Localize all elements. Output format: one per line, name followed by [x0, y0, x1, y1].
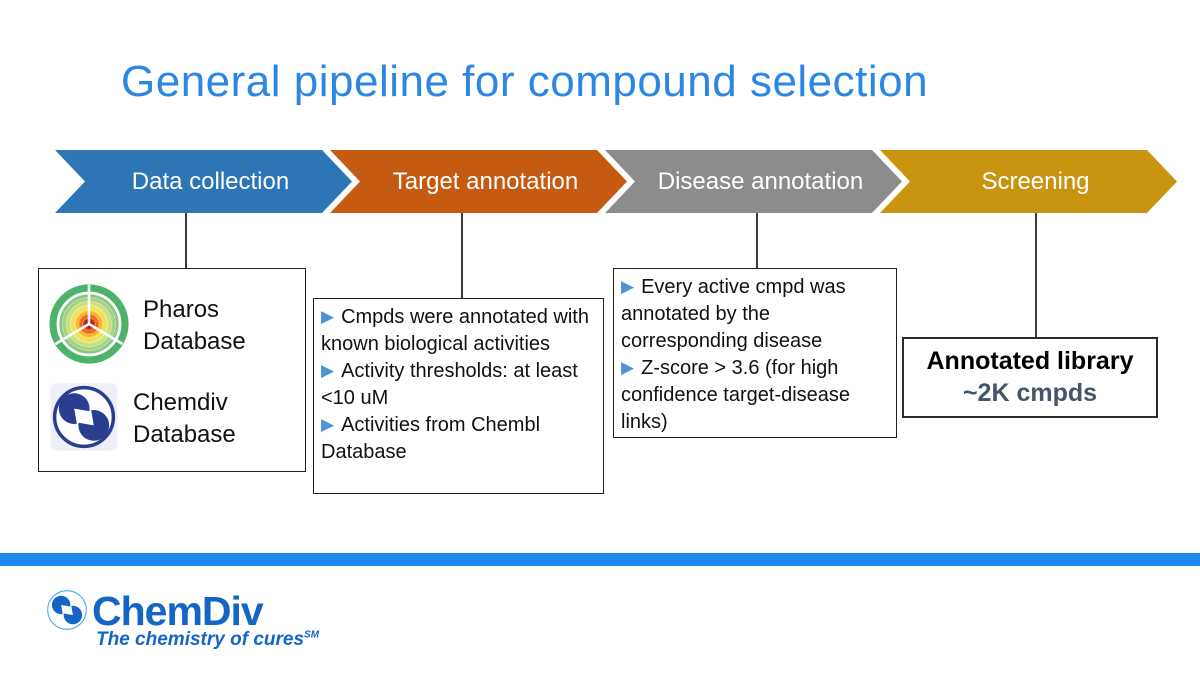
triangle-bullet-icon: ▶: [321, 415, 335, 434]
bullet-item: ▶Z-score > 3.6 (for high confidence targ…: [621, 355, 889, 436]
pipeline-step-target-annotation: Target annotation: [330, 150, 627, 213]
brand-tagline: The chemistry of curesSM: [96, 629, 319, 651]
database-label: Chemdiv Database: [133, 388, 236, 448]
bullet-text: Activities from Chembl Database: [321, 414, 541, 463]
brand-tagline-text: The chemistry of cures: [96, 629, 305, 650]
bullet-text: Cmpds were annotated with known biologic…: [321, 306, 589, 355]
chemdiv-logo-icon: [46, 589, 88, 636]
service-mark: SM: [304, 629, 320, 641]
pipeline-step-disease-annotation: Disease annotation: [605, 150, 902, 213]
connector-line: [756, 213, 758, 268]
connector-line: [1035, 213, 1037, 337]
pipeline-step-data-collection: Data collection: [55, 150, 352, 213]
triangle-bullet-icon: ▶: [321, 307, 335, 326]
triangle-bullet-icon: ▶: [621, 277, 635, 296]
screening-result-box: Annotated library ~2K cmpds: [902, 337, 1158, 418]
pipeline-step-label: Data collection: [131, 167, 290, 195]
pipeline-step-screening: Screening: [880, 150, 1177, 213]
target-annotation-box: ▶Cmpds were annotated with known biologi…: [313, 298, 604, 494]
connector-line: [461, 213, 463, 298]
bullet-text: Every active cmpd was annotated by the c…: [621, 276, 846, 352]
disease-annotation-box: ▶Every active cmpd was annotated by the …: [613, 268, 897, 438]
bullet-item: ▶Every active cmpd was annotated by the …: [621, 274, 889, 355]
pharos-database-icon: [49, 283, 129, 369]
screening-result-count: ~2K cmpds: [962, 378, 1098, 407]
bullet-item: ▶Activities from Chembl Database: [321, 412, 596, 466]
data-collection-box: Pharos Database Chemdiv Database: [38, 268, 306, 472]
bullet-text: Z-score > 3.6 (for high confidence targe…: [621, 357, 851, 433]
database-label: Pharos Database: [143, 295, 246, 355]
bullet-text: Activity thresholds: at least <10 uM: [321, 360, 578, 409]
connector-line: [185, 213, 187, 268]
chemdiv-database-icon: [49, 382, 119, 457]
pipeline-step-label: Screening: [981, 167, 1090, 195]
database-item: Chemdiv Database: [49, 382, 295, 457]
pipeline-step-label: Disease annotation: [657, 167, 864, 195]
triangle-bullet-icon: ▶: [321, 361, 335, 380]
footer-accent-bar: [0, 553, 1200, 566]
pipeline-step-label: Target annotation: [392, 167, 579, 195]
slide-title: General pipeline for compound selection: [121, 57, 929, 106]
bullet-item: ▶Cmpds were annotated with known biologi…: [321, 304, 596, 358]
brand-name: ChemDiv: [92, 588, 264, 634]
screening-result-title: Annotated library: [926, 347, 1134, 376]
bullet-item: ▶Activity thresholds: at least <10 uM: [321, 358, 596, 412]
database-item: Pharos Database: [49, 283, 295, 369]
triangle-bullet-icon: ▶: [621, 358, 635, 377]
